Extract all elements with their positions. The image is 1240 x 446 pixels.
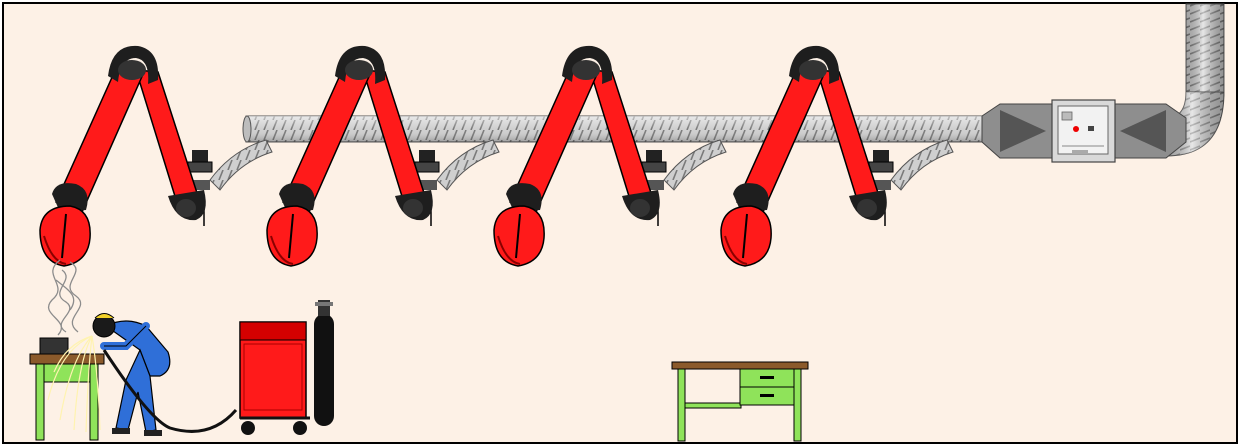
green-workbench [671, 361, 809, 442]
top-joint [335, 45, 386, 84]
extraction-hood [720, 205, 772, 267]
welding-cable [102, 349, 238, 433]
hood-joint [52, 183, 88, 212]
lower-joint [849, 190, 887, 221]
welding-machine [239, 321, 310, 435]
extraction-hood [39, 205, 91, 267]
flex-hose [209, 139, 273, 191]
filter-unit [981, 99, 1187, 163]
lower-joint [395, 190, 433, 221]
extraction-arm-1 [39, 45, 273, 267]
welding-sparks [47, 335, 101, 433]
flex-hose [890, 139, 954, 191]
hood-joint [279, 183, 315, 212]
top-joint [562, 45, 613, 84]
extraction-hood [266, 205, 318, 267]
flex-hose [663, 139, 727, 191]
extraction-arm-4 [720, 45, 954, 267]
lower-joint [622, 190, 660, 221]
extraction-arm-2 [266, 45, 500, 267]
extraction-arm-3 [493, 45, 727, 267]
welder-worker [92, 313, 171, 436]
extraction-arms-group [39, 45, 954, 267]
welding-bench [29, 337, 105, 441]
lower-joint [168, 190, 206, 221]
hood-joint [506, 183, 542, 212]
gas-cylinder [314, 300, 334, 426]
extraction-hood [493, 205, 545, 267]
flex-hose [436, 139, 500, 191]
exhaust-riser [1165, 3, 1225, 157]
top-joint [789, 45, 840, 84]
welding-fumes [48, 259, 82, 336]
hood-joint [733, 183, 769, 212]
top-joint [108, 45, 159, 84]
